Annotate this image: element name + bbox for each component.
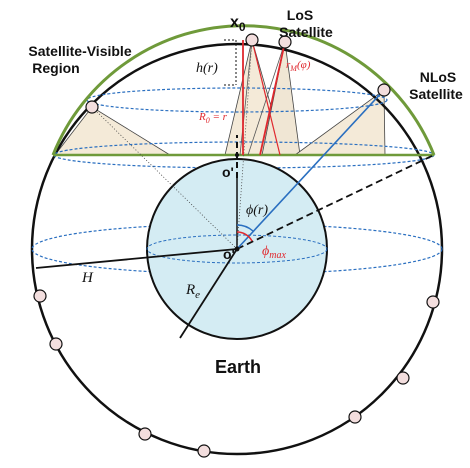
satellite-nlos [377, 83, 391, 97]
blue-link-nlos [236, 89, 385, 250]
H-label: H [81, 270, 94, 286]
center-oprime [235, 153, 239, 157]
labels: x0 LoS Satellite Satellite-Visible Regio… [28, 7, 463, 377]
los-links [242, 39, 286, 156]
r-m-label: rM(φ) [286, 59, 311, 73]
nlos-label-line1: NLoS [420, 69, 457, 85]
upper-orbit-ellipse [86, 87, 388, 113]
o-label: o' [223, 246, 235, 262]
dotted-line-left [91, 106, 238, 250]
equator-ellipse [31, 223, 443, 275]
phi-r-arc [236, 224, 254, 232]
left-satellite-cone [54, 106, 172, 156]
phi-max-arc [236, 231, 253, 242]
dashed-line-to-edge [236, 154, 435, 250]
earth-label: Earth [215, 357, 261, 377]
satellites [33, 33, 440, 458]
satellite-orbit-1 [33, 289, 47, 303]
radius-Re [179, 248, 238, 339]
visible-label-line1: Satellite-Visible [28, 43, 131, 59]
visible-region-arc [51, 24, 436, 156]
visible-label-line2: Region [32, 60, 79, 76]
o-prime-label: o' [222, 164, 234, 180]
coverage-cones [54, 38, 386, 156]
red-link-cross [251, 39, 281, 156]
satellite-x0 [245, 33, 259, 47]
red-link-rM [259, 41, 286, 156]
los-label-line2: Satellite [279, 24, 333, 40]
satellite-orbit-5 [348, 410, 362, 424]
satellite-orbit-7 [426, 295, 440, 309]
satellite-orbit-2 [49, 337, 63, 351]
satellite-los [278, 35, 292, 49]
los-label-line1: LoS [287, 7, 313, 23]
satellite-orbit-6 [396, 371, 410, 385]
satellite-orbit-4 [197, 444, 211, 458]
phi-max-label: ϕmax [262, 244, 286, 261]
center-o [234, 246, 240, 252]
dotted-line-upper [236, 39, 253, 250]
nlos-label-line2: Satellite [409, 86, 463, 102]
satellite-orbit-3 [138, 427, 152, 441]
x0-label: x0 [230, 14, 246, 34]
r0-label: R0 = r [198, 111, 228, 125]
phi-r-label: ϕ(r) [246, 203, 268, 218]
h-r-label: h(r) [196, 61, 218, 76]
satellite-left [85, 100, 99, 114]
Re-label: Re [185, 282, 200, 301]
satellite-link-left [239, 39, 253, 156]
earth-equator [146, 234, 328, 264]
radius-H [35, 248, 238, 269]
